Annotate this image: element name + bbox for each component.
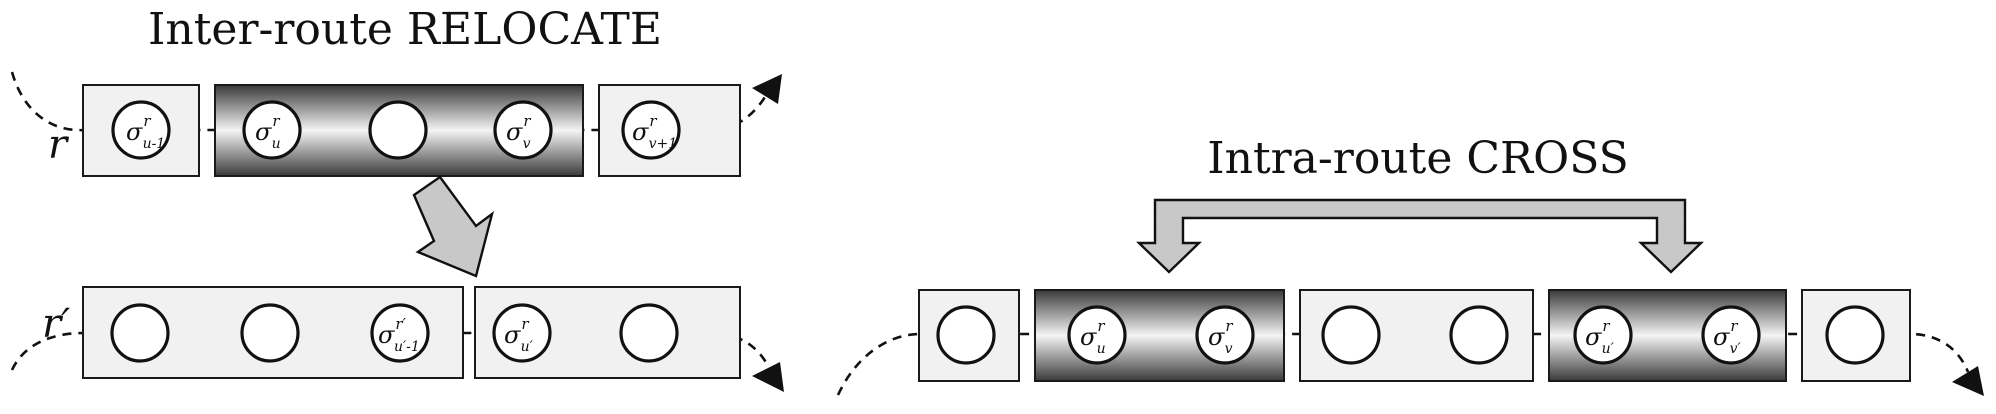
node-circle: [370, 303, 430, 363]
node-circle: [111, 100, 171, 160]
node-circle: [492, 303, 552, 363]
route-r-segment-start: [82, 84, 200, 177]
cross-node: [1321, 305, 1381, 365]
cross-route-line: [836, 332, 1970, 396]
node-circle: [1195, 305, 1255, 365]
relocate-title: Inter-route RELOCATE: [148, 4, 662, 55]
node-circle: [240, 303, 300, 363]
cross-route-arrowhead: [1952, 366, 1984, 396]
node-circle: [936, 305, 996, 365]
cross-title: Intra-route CROSS: [1207, 133, 1628, 184]
route-r-prime-arrowhead: [752, 362, 784, 392]
route-r-node: [368, 100, 428, 160]
route-r-prime-node: [240, 303, 300, 363]
node-circle: [621, 100, 681, 160]
cross-node: [1449, 305, 1509, 365]
node-circle: [368, 100, 428, 160]
node-circle: [1449, 305, 1509, 365]
route-r-label: r: [48, 122, 70, 168]
node-label: σr′u′-1: [378, 315, 420, 355]
cross-node: [936, 305, 996, 365]
relocate-title-text: Inter-route RELOCATE: [148, 4, 662, 55]
node-circle: [1701, 305, 1761, 365]
node-circle: [1825, 305, 1885, 365]
relocate-arrow: [412, 175, 495, 278]
cross-swap-arrow: [1136, 198, 1704, 274]
node-circle: [110, 303, 170, 363]
route-r-arrowhead: [752, 74, 782, 104]
node-circle: [242, 100, 302, 160]
route-r-prime-node: σr′u′-1: [370, 303, 430, 363]
node-circle: [619, 303, 679, 363]
cross-title-text: Intra-route CROSS: [1207, 133, 1628, 184]
route-r-prime-node: [619, 303, 679, 363]
cross-segment-5: [1801, 289, 1911, 382]
route-r-prime-label: r′: [42, 301, 70, 347]
node-circle: [1573, 305, 1633, 365]
route-r-prime-node: [110, 303, 170, 363]
cross-node: [1825, 305, 1885, 365]
node-circle: [1321, 305, 1381, 365]
node-circle: [1067, 305, 1127, 365]
node-circle: [493, 100, 553, 160]
